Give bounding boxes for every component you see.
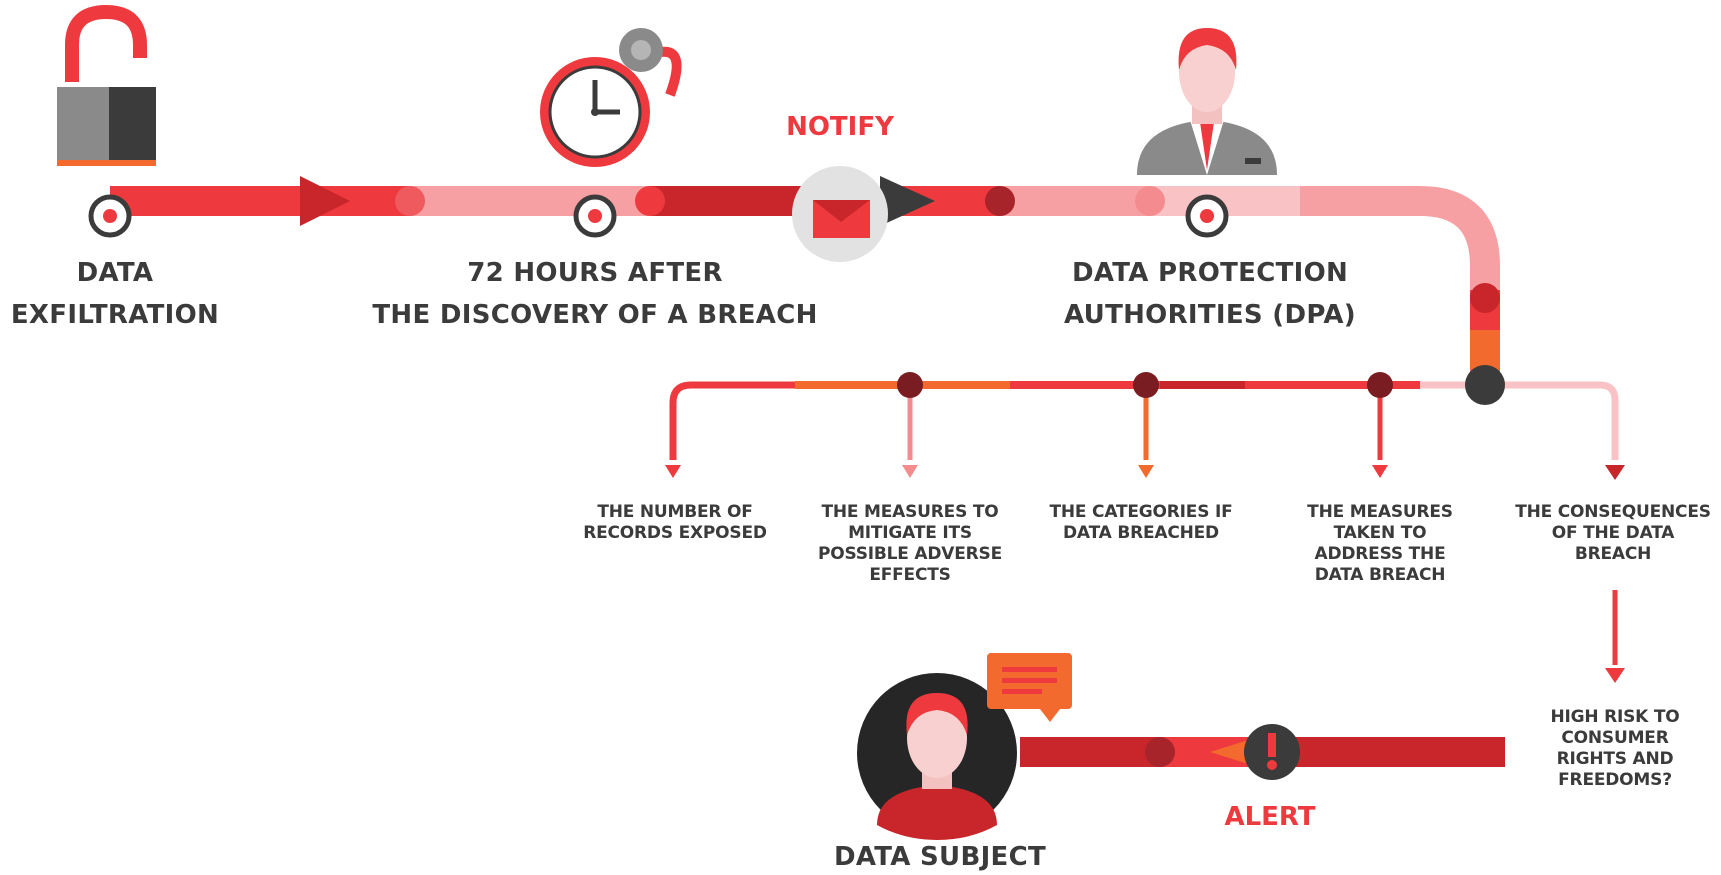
alarm-clock-icon — [540, 28, 682, 167]
step-node-exfiltration — [88, 194, 132, 238]
step-label-exfiltration: DATA EXFILTRATION — [10, 258, 220, 330]
step-node-dpa — [1185, 194, 1229, 238]
arrow-1-icon — [300, 176, 350, 226]
branch-label-consequences: THE CONSEQUENCES OF THE DATA BREACH — [1515, 502, 1711, 564]
businessman-icon — [1137, 28, 1277, 175]
step-node-72-hours — [573, 194, 617, 238]
risk-question-label: HIGH RISK TO CONSUMER RIGHTS AND FREEDOM… — [1550, 707, 1680, 790]
arrow-2-icon — [880, 176, 935, 226]
alert-label: ALERT — [1224, 802, 1316, 832]
alert-bar — [1020, 724, 1505, 780]
envelope-icon — [792, 166, 888, 262]
speech-bubble-icon — [987, 653, 1072, 722]
branch-label-records: THE NUMBER OF RECORDS EXPOSED — [583, 502, 767, 543]
open-padlock-icon — [57, 4, 156, 166]
branch-label-measures-taken: THE MEASURES TAKEN TO ADDRESS THE DATA B… — [1307, 502, 1453, 585]
step-label-dpa: DATA PROTECTION AUTHORITIES (DPA) — [1064, 258, 1356, 330]
branch-label-categories: THE CATEGORIES IF DATA BREACHED — [1049, 502, 1233, 543]
data-subject-label: DATA SUBJECT — [833, 842, 1047, 872]
person-avatar-icon — [857, 673, 1017, 840]
branch-label-mitigate: THE MEASURES TO MITIGATE ITS POSSIBLE AD… — [817, 502, 1003, 585]
notify-label: NOTIFY — [786, 112, 894, 142]
step-label-72-hours: 72 HOURS AFTER THE DISCOVERY OF A BREACH — [372, 258, 818, 330]
branch-bar — [665, 365, 1625, 683]
exclamation-icon — [1244, 724, 1300, 780]
